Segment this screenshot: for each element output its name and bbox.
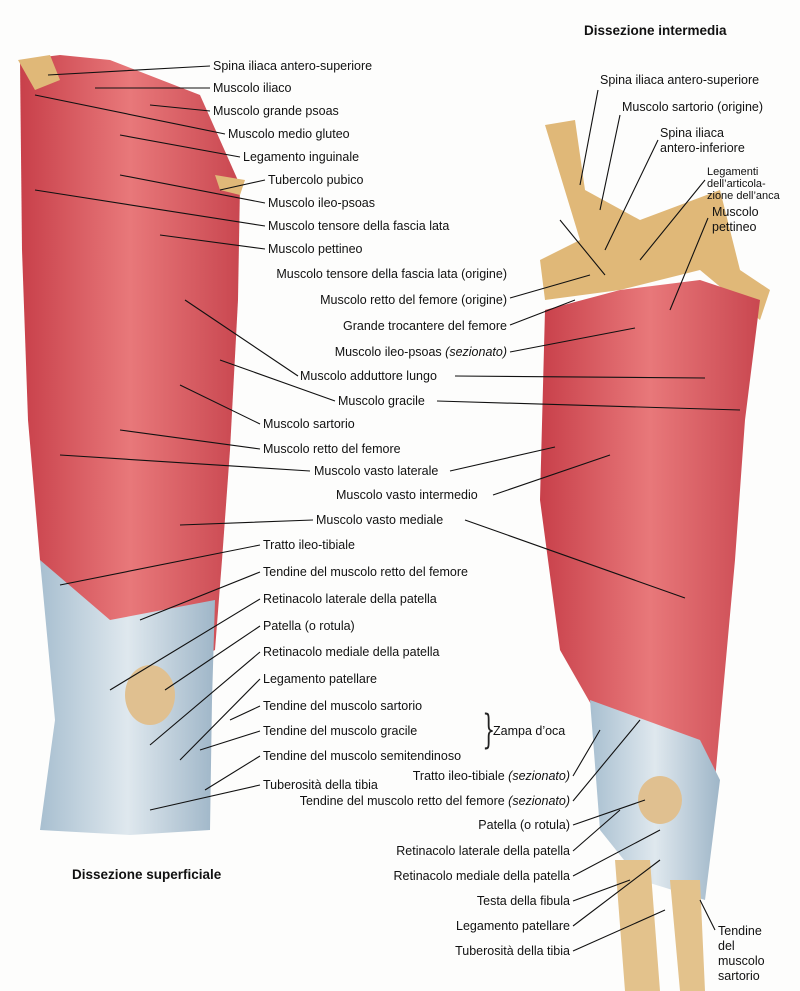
label-zampa-doca: Zampa d’oca [493, 724, 566, 738]
label: Spina iliaca antero-superiore [600, 73, 760, 87]
label: Muscolo gracile [338, 394, 425, 408]
label: Muscolo grande psoas [213, 104, 339, 118]
leader-lines [34, 65, 741, 952]
label-line: zione dell’anca [707, 190, 780, 202]
right-fibula-tibia [615, 860, 705, 991]
label: Muscolo medio gluteo [228, 127, 350, 141]
label: Spina iliaca [660, 126, 724, 140]
label: Tendine del muscolo sartorio [263, 699, 423, 713]
label: Muscolo sartorio (origine) [622, 100, 764, 114]
label: Retinacolo mediale della patella [263, 645, 440, 659]
label: Tratto ileo-tibiale (sezionato) [413, 769, 570, 783]
label-italic: (sezionato) [508, 769, 570, 783]
label: Muscolo adduttore lungo [300, 369, 437, 383]
label: Tuberosità della tibia [263, 778, 378, 792]
label-text: Tratto ileo-tibiale [412, 769, 509, 783]
label: antero-inferiore [660, 141, 745, 155]
label: Tratto ileo-tibiale [263, 538, 355, 552]
label-line: sartorio [718, 969, 760, 983]
label: Retinacolo laterale della patella [396, 844, 570, 858]
label: Legamento patellare [263, 672, 377, 686]
label-text: Muscolo ileo-psoas [334, 345, 446, 359]
label: Muscolo vasto intermedio [336, 488, 478, 502]
label: Tendine del muscolo retto del femore (se… [300, 794, 570, 808]
label: Muscolo retto del femore [263, 442, 401, 456]
label: Tuberosità della tibia [455, 944, 570, 958]
label-line: Tendine [718, 924, 762, 938]
title-superficial-dissection: Dissezione superficiale [72, 867, 222, 882]
brace-icon: } [482, 707, 496, 753]
label: Spina iliaca antero-superiore [213, 59, 373, 73]
label-line: dell’articola- [707, 178, 766, 190]
label: Muscolo tensore della fascia lata (origi… [276, 267, 507, 281]
label: Muscolo ileo-psoas [268, 196, 375, 210]
label: Retinacolo mediale della patella [393, 869, 570, 883]
label: Muscolo vasto laterale [314, 464, 439, 478]
label: Tendine del muscolo retto del femore [263, 565, 468, 579]
title-intermediate-dissection: Dissezione intermedia [584, 23, 727, 38]
label: Legamento patellare [456, 919, 570, 933]
label-line: pettineo [712, 220, 757, 234]
label: Tendine del muscolo gracile [263, 724, 418, 738]
label: Muscolo sartorio [263, 417, 355, 431]
label-italic: (sezionato) [445, 345, 507, 359]
label: Muscolo pettineo [268, 242, 363, 256]
right-patella [638, 776, 682, 824]
label: Patella (o rotula) [263, 619, 355, 633]
label-line: muscolo [718, 954, 765, 968]
right-thigh-muscles [540, 280, 760, 780]
label-line: Muscolo [712, 205, 759, 219]
label-text: Tendine del muscolo retto del femore [299, 794, 509, 808]
label: Tendine del muscolo semitendinoso [263, 749, 462, 763]
label: Grande trocantere del femore [343, 319, 507, 333]
label: Muscolo tensore della fascia lata [268, 219, 450, 233]
label: Muscolo ileo-psoas (sezionato) [335, 345, 507, 359]
label: Testa della fibula [476, 894, 570, 908]
label: Tubercolo pubico [268, 173, 364, 187]
label-line: del [718, 939, 735, 953]
label-italic: (sezionato) [508, 794, 570, 808]
right-pelvis-bone [540, 120, 770, 320]
label: Patella (o rotula) [478, 818, 570, 832]
label: Muscolo iliaco [213, 81, 292, 95]
left-patella [125, 665, 175, 725]
label: Retinacolo laterale della patella [263, 592, 437, 606]
label-line: Legamenti [707, 166, 759, 178]
left-iliac-bone [18, 55, 245, 195]
label: Muscolo retto del femore (origine) [320, 293, 507, 307]
label: Legamento inguinale [243, 150, 360, 164]
label: Muscolo vasto mediale [316, 513, 444, 527]
